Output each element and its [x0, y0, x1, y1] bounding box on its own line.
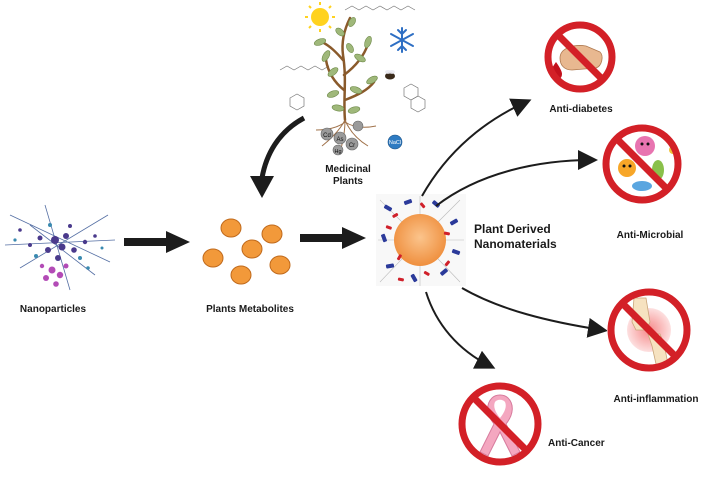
nacl-label: NaCl: [389, 140, 401, 146]
nanoparticles-cluster: [4, 204, 116, 291]
anti-diabetes-label: Anti-diabetes: [549, 104, 613, 115]
anti-microbial-icon: [602, 124, 682, 204]
arrow-to-anti-diabetes: [421, 98, 532, 197]
plant-derived-nanomaterial: [376, 194, 466, 286]
arrow-plants-to-metabolites: [250, 115, 306, 198]
plant-derived-nanomaterials-label-line2: Nanomaterials: [474, 237, 557, 251]
plant-icon: Cd As Cr Hg NaCl: [313, 16, 403, 156]
anti-diabetes-icon: [544, 21, 616, 93]
plant-metabolites-circles: [202, 218, 291, 285]
plant-derived-nanomaterials-label-line1: Plant Derived: [474, 222, 551, 236]
metal-cd-label: Cd: [323, 133, 331, 139]
medicinal-plant-illustration: Cd As Cr Hg NaCl: [279, 2, 426, 156]
arrow-metabolites-to-nanomaterials: [300, 227, 366, 249]
plants-metabolites-label: Plants Metabolites: [206, 304, 294, 315]
arrow-to-anti-microbial: [435, 150, 598, 207]
medicinal-plants-label-line2: Plants: [332, 176, 363, 187]
arrow-to-anti-inflammation: [461, 287, 608, 338]
bee-icon: [385, 70, 395, 80]
medicinal-plants-label-line1: Medicinal: [325, 164, 371, 175]
output-arrows: [421, 98, 608, 369]
anti-cancer-icon: [458, 382, 542, 466]
arrow-nanoparticles-to-metabolites: [124, 231, 190, 253]
metal-hg-label: Hg: [334, 149, 341, 155]
metal-cr-label: Cr: [349, 143, 355, 149]
snowflake-icon: [390, 27, 414, 53]
anti-inflammation-icon: [607, 288, 691, 372]
anti-microbial-label: Anti-Microbial: [616, 230, 684, 241]
nanoparticles-label: Nanoparticles: [19, 304, 87, 315]
anti-cancer-label: Anti-Cancer: [548, 438, 605, 449]
microbe-icon: [618, 136, 677, 191]
sun-icon: [305, 2, 335, 32]
arrow-to-anti-cancer: [425, 291, 496, 369]
anti-inflammation-label: Anti-inflammation: [613, 394, 699, 405]
metal-as-label: As: [336, 137, 343, 143]
